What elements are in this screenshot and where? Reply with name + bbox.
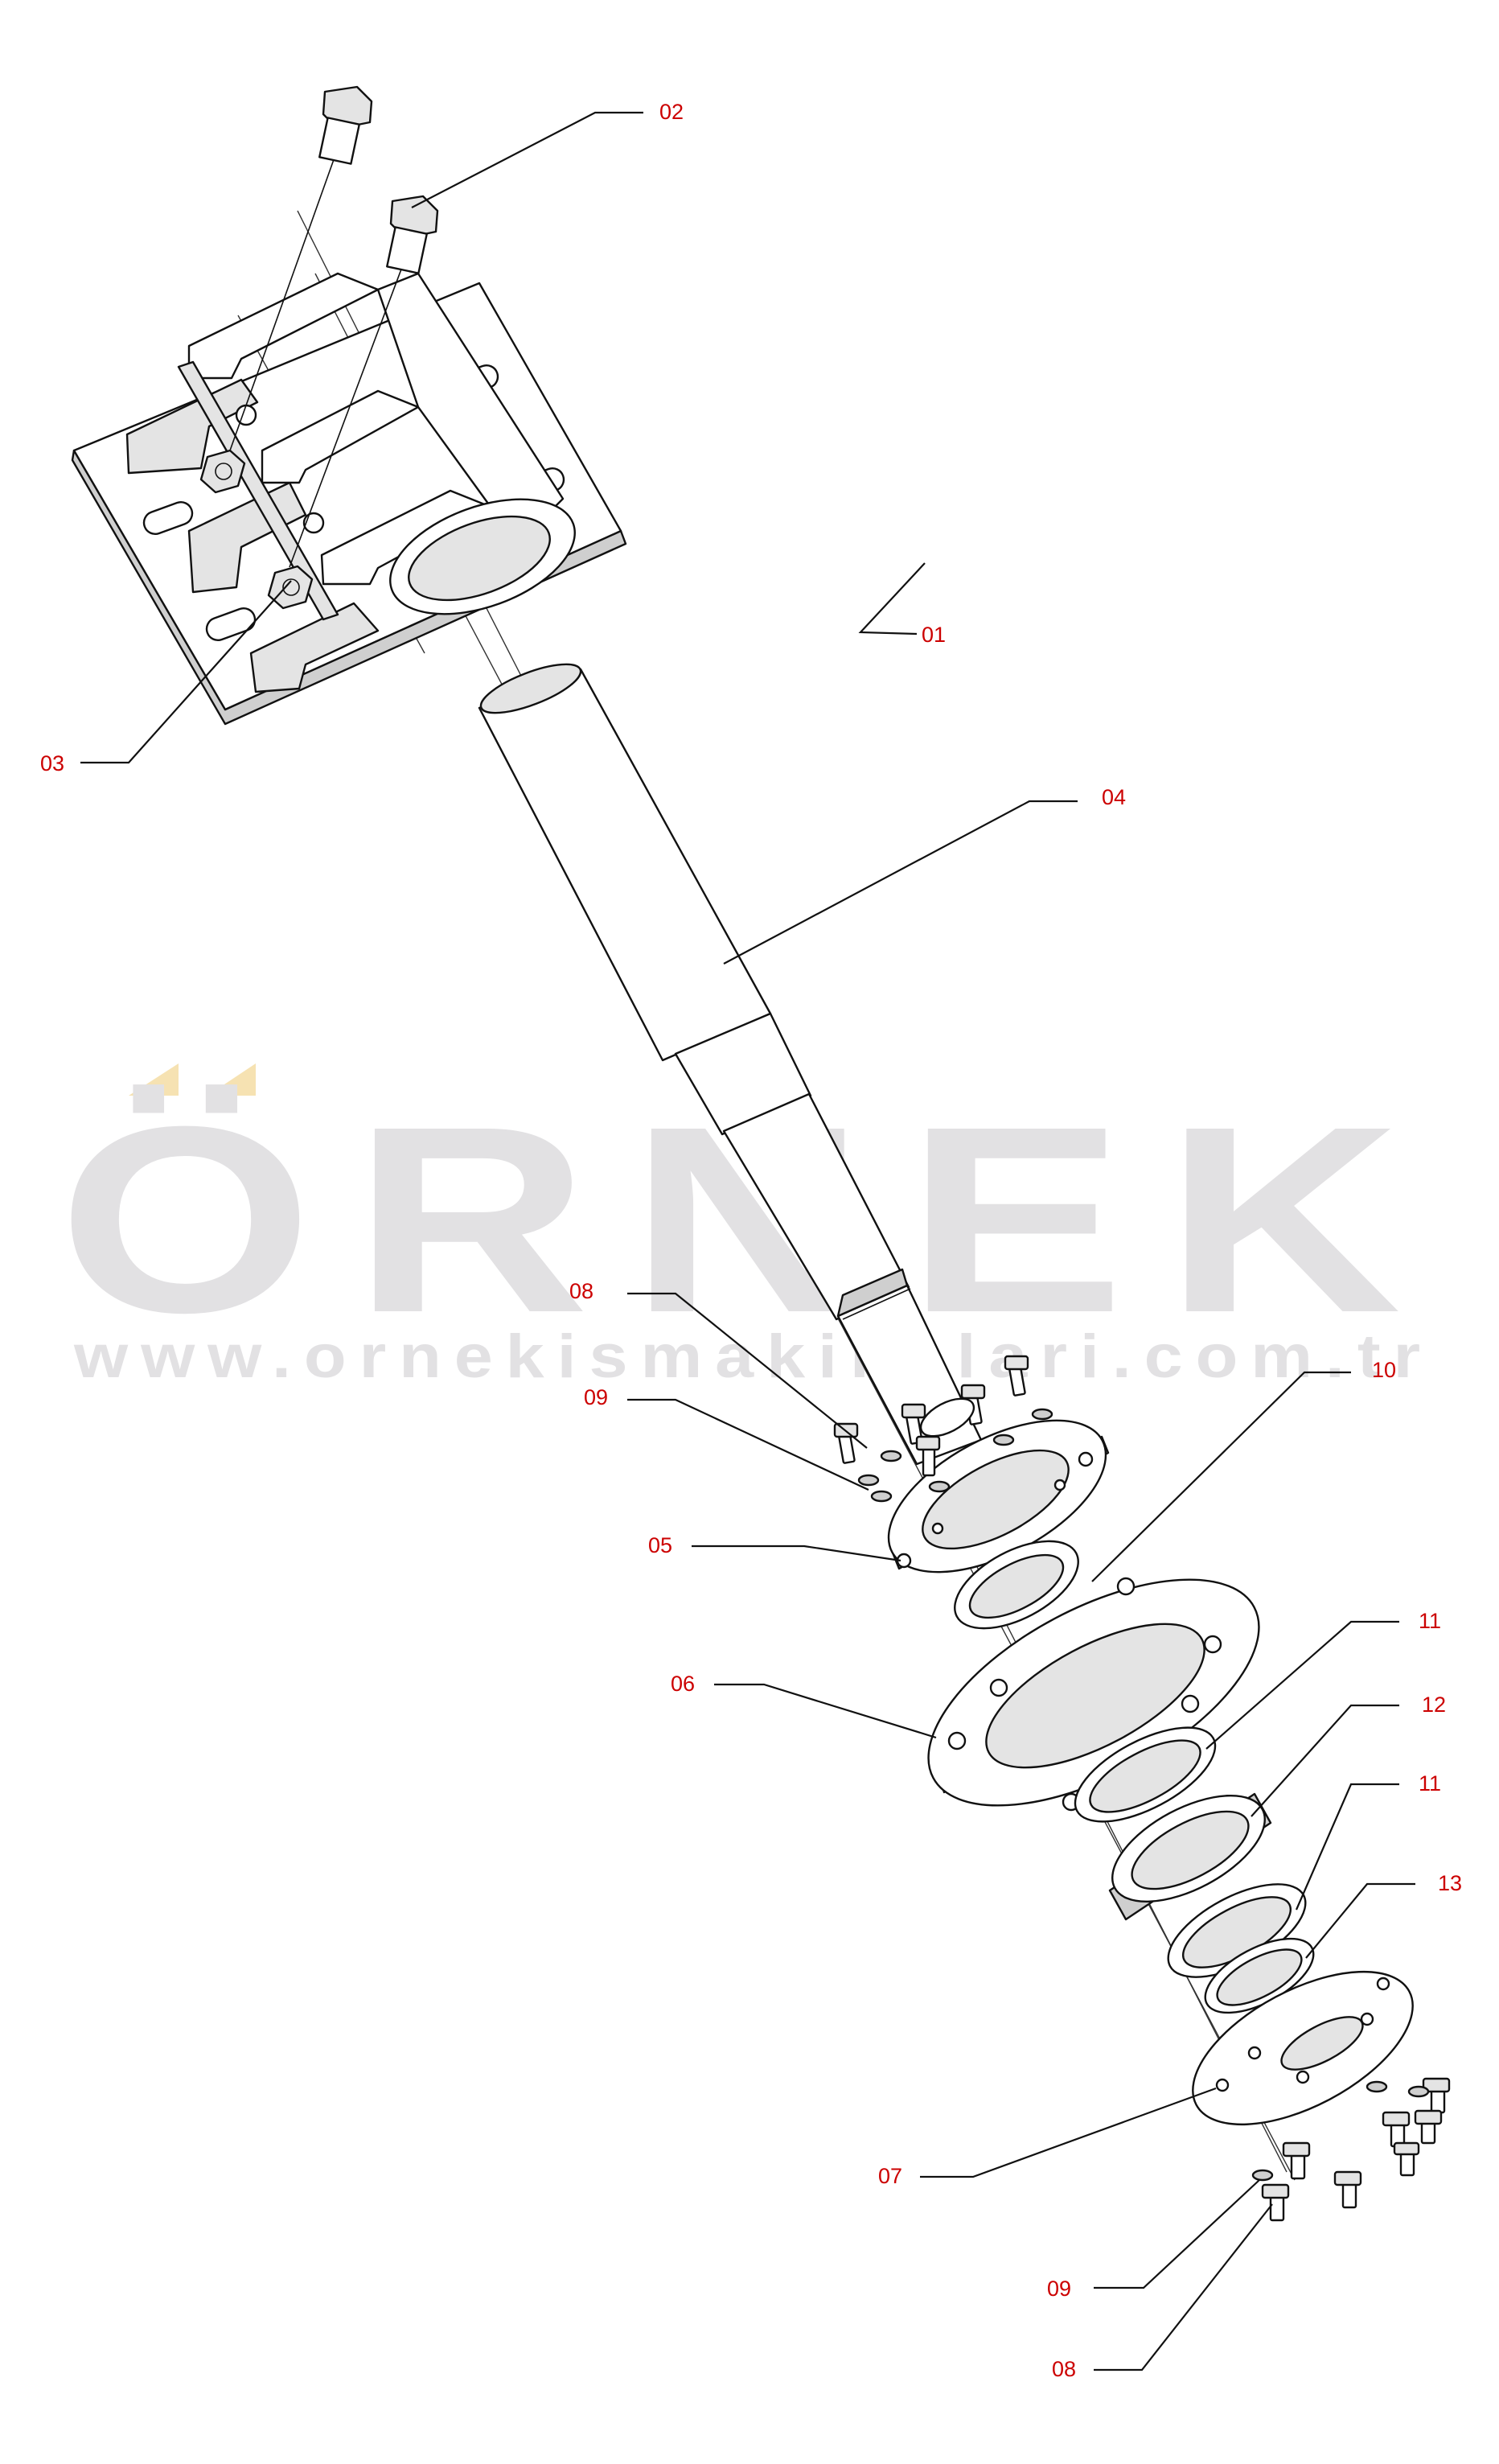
callout-08-upper: 08 (569, 1279, 593, 1303)
callout-labels: 01 02 03 04 05 06 07 08 08 09 09 10 11 1… (40, 100, 1462, 2381)
part-01-base-block (71, 272, 627, 726)
part-11-seal-lower (1167, 1883, 1307, 1978)
callout-02: 02 (659, 100, 684, 124)
callout-11-lower: 11 (1419, 1771, 1441, 1796)
watermark-accent-mark (129, 1063, 179, 1096)
callout-11-upper: 11 (1419, 1609, 1441, 1633)
callout-09-lower: 09 (1047, 2277, 1071, 2301)
part-07-end-cover (1192, 1970, 1414, 2126)
callout-13: 13 (1438, 1871, 1462, 1895)
callout-08-lower: 08 (1052, 2357, 1076, 2381)
callout-06: 06 (671, 1672, 695, 1696)
callout-12: 12 (1422, 1693, 1446, 1717)
callout-05: 05 (648, 1533, 672, 1557)
fastener-set-lower (1251, 2077, 1451, 2222)
callout-10: 10 (1372, 1358, 1396, 1382)
part-05-flange (887, 1419, 1110, 1573)
part-02-bolts (229, 85, 439, 568)
callout-03: 03 (40, 751, 64, 775)
part-12-bearing (1108, 1792, 1272, 1921)
watermark-url: www.ornekismakinalari.com.tr (73, 1322, 1433, 1391)
part-10-ring (954, 1540, 1079, 1630)
callout-09-upper: 09 (584, 1385, 608, 1409)
callout-04: 04 (1102, 785, 1126, 809)
watermark-accent-mark (207, 1063, 256, 1096)
callout-07: 07 (878, 2164, 902, 2188)
callout-01: 01 (922, 623, 946, 647)
part-11-seal-upper (1074, 1726, 1217, 1823)
leader-lines (80, 111, 1415, 2371)
